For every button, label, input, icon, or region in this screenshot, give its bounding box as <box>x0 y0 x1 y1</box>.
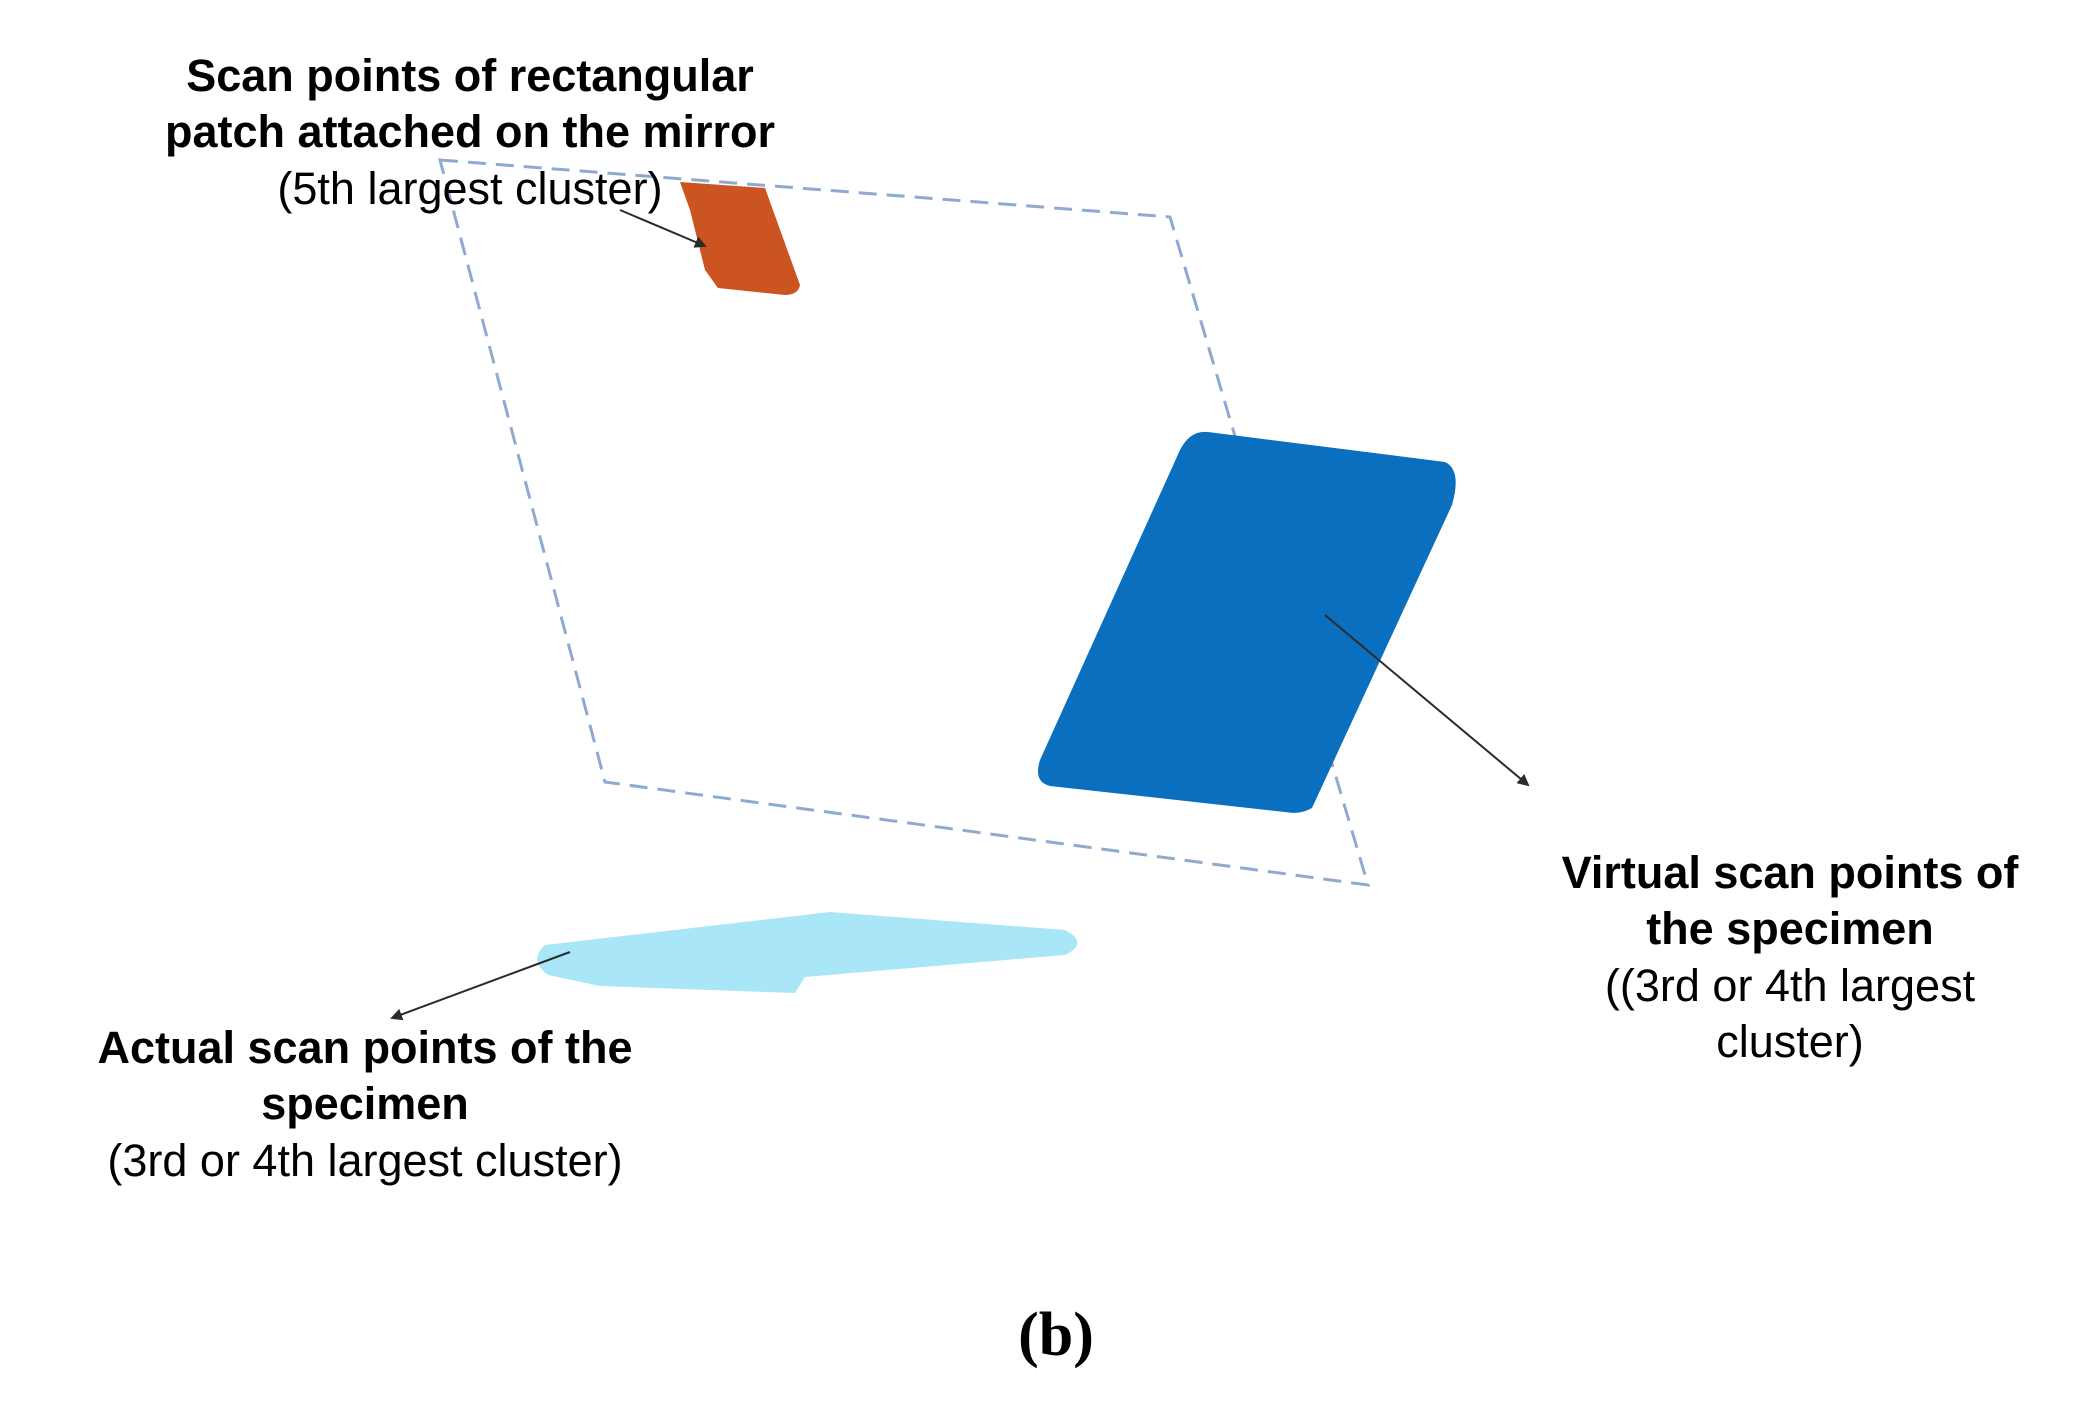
patch-annotation-line1: Scan points of rectangular <box>186 50 754 101</box>
patch-leader-arrow <box>619 209 707 248</box>
mirror-plane-outline <box>438 158 1371 887</box>
actual-scan-cluster <box>537 912 1078 993</box>
actual-leader-arrow <box>390 951 571 1021</box>
patch-annotation-line2: patch attached on the mirror <box>164 106 776 158</box>
virtual-scan-cluster <box>1037 431 1456 813</box>
virtual-annotation-line2: the specimen <box>1646 903 1934 955</box>
virtual-annotation-line4: cluster) <box>1716 1015 1864 1067</box>
virtual-annotation: Virtual scan points of the specimen ((3r… <box>1480 845 2073 1070</box>
virtual-leader-arrow <box>1324 614 1530 787</box>
actual-annotation-line1: Actual scan points of the <box>97 1022 633 1073</box>
actual-annotation-line3: (3rd or 4th largest cluster) <box>107 1134 623 1186</box>
patch-annotation: Scan points of rectangular patch attache… <box>40 48 900 217</box>
patch-annotation-line3: (5th largest cluster) <box>277 162 663 214</box>
patch-scan-cluster <box>680 182 800 295</box>
actual-annotation: Actual scan points of the specimen (3rd … <box>20 1020 710 1189</box>
actual-annotation-line2: specimen <box>261 1078 469 1130</box>
virtual-annotation-line3: ((3rd or 4th largest <box>1604 959 1976 1011</box>
figure-label: (b) <box>1018 1301 1094 1369</box>
virtual-annotation-line1: Virtual scan points of <box>1561 847 2019 898</box>
